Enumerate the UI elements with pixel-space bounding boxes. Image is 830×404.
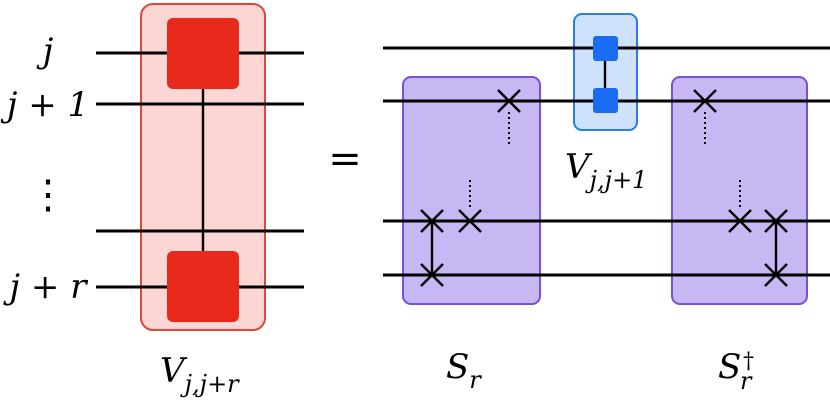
label-j-plus-r: j + r	[3, 267, 89, 307]
swap-cross	[728, 209, 752, 233]
s-r-dagger-swaps	[693, 89, 788, 287]
vertical-ellipsis: ⋮	[28, 172, 68, 218]
label-j: j	[36, 31, 54, 71]
s-r-box	[402, 76, 541, 305]
label-v-jjr: Vj,j+r	[160, 351, 240, 398]
swap-cross	[420, 263, 444, 287]
s-r-swaps	[420, 89, 521, 287]
v-jjr-top-block	[167, 18, 239, 89]
swap-cross	[458, 209, 482, 233]
v-jj1-top-block	[593, 36, 618, 61]
swap-cross	[420, 209, 444, 233]
equals-sign: =	[328, 136, 362, 182]
swap-cross	[497, 89, 521, 113]
label-s-r: Sr	[446, 347, 482, 394]
v-jj1-bottom-block	[593, 88, 618, 113]
swap-cross	[693, 89, 717, 113]
v-jjr-bottom-block	[167, 251, 239, 322]
swap-cross	[764, 263, 788, 287]
label-v-jj1: Vj,j+1	[565, 147, 647, 194]
label-s-r-dagger: S†r	[718, 347, 754, 395]
swap-cross	[764, 209, 788, 233]
label-j-plus-1: j + 1	[0, 85, 89, 125]
